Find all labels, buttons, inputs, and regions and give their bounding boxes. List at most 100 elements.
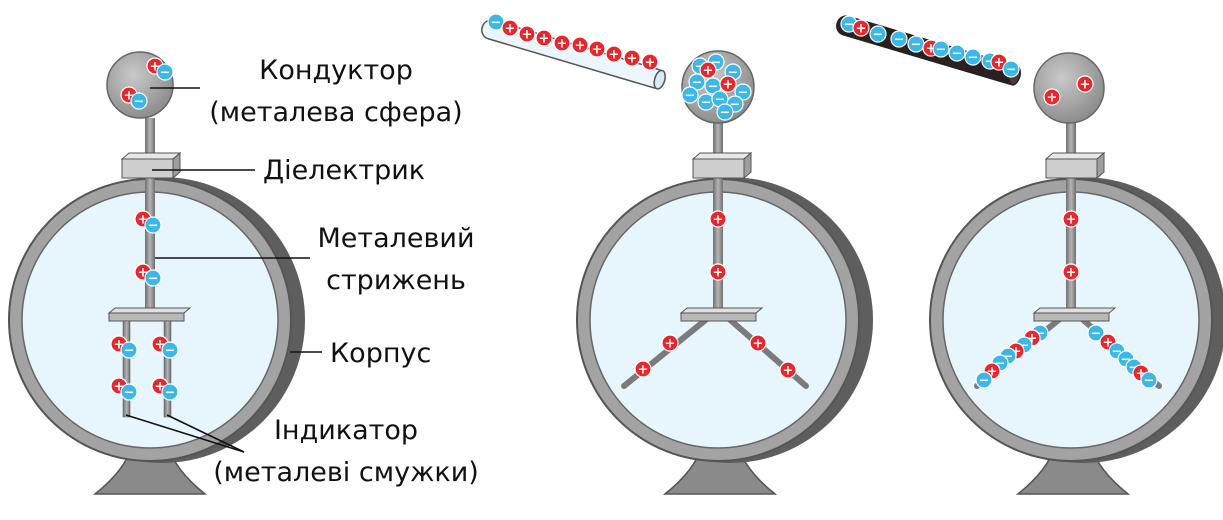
positive-charge: + [641,53,659,71]
charge-sign: + [155,380,166,395]
charge-sign: + [1080,78,1091,93]
leaf-left [122,320,131,418]
charge-sign: − [685,89,696,104]
charge-sign: + [645,56,656,71]
positive-charge: + [553,34,571,52]
charge-sign: − [1035,327,1046,342]
positive-charge: + [501,19,519,37]
positive-charge: + [709,263,727,281]
charge-sign: − [160,66,171,81]
conductor-sphere [1033,52,1105,124]
negative-charge: − [907,35,925,53]
charge-sign: − [720,106,731,121]
charge-sign: + [150,60,161,75]
charge-sign: − [134,95,145,110]
charge-sign: + [1136,367,1147,382]
positive-charge: + [1076,75,1094,93]
electroscope-neutral [8,51,305,495]
indicator-leader-right [166,414,245,453]
charge-sign: − [715,93,726,108]
negative-charge: − [144,269,162,287]
positive-charge: + [588,40,606,58]
charges-layer: +−+−+−+−+−+−+−+−−+++++++++−−−−−+−−−−−−++… [110,13,1158,401]
negative-charge: − [161,341,179,359]
negative-charge: − [716,103,734,121]
negative-charge: − [688,73,706,91]
charge-sign: − [692,76,703,91]
charge-sign: + [539,32,550,47]
charge-sign: + [713,266,724,281]
positive-charge: + [634,360,652,378]
dielectric-block [121,158,174,179]
charge-sign: − [701,96,712,111]
positive-charge: + [535,29,553,47]
dielectric-top [1044,152,1106,160]
charge-sign: − [1003,350,1014,365]
charge-sign: + [575,39,586,54]
negative-charge: − [697,93,715,111]
charge-sign: − [728,66,739,81]
conductor-label: Кондуктор [259,55,413,86]
charge-sign: − [124,344,135,359]
charge-sign: + [856,22,867,37]
negative-charge: − [156,63,174,81]
negative-charge: − [130,92,148,110]
positive-charge: + [605,45,623,63]
charge-sign: + [155,338,166,353]
charge-sign: + [1066,266,1077,281]
charge-sign: + [138,213,149,228]
charge-sign: − [1112,345,1123,360]
dielectric-label: Діелектрик [263,155,425,186]
charge-sign: − [1019,339,1030,354]
electroscope-charged [836,15,1223,495]
charge-sign: + [703,64,714,79]
positive-charge: + [1062,210,1080,228]
positive-charge: + [699,61,717,79]
charge-sign: − [995,357,1006,372]
charge-sign: + [138,266,149,281]
charge-sign: + [522,28,533,43]
negative-charge: − [734,83,752,101]
positive-charge: + [623,49,641,67]
charge-sign: + [1011,345,1022,360]
negative-charge: − [869,25,887,43]
rod-sublabel: стрижень [326,265,466,296]
charge-sign: + [1066,213,1077,228]
positive-charge: + [571,36,589,54]
charge-sign: − [894,33,905,48]
charge-sign: − [165,344,176,359]
charge-sign: + [557,37,568,52]
indicator-leader-left [125,414,245,453]
conductor-sublabel: (металева сфера) [209,97,462,128]
charge-sign: + [627,52,638,67]
dielectric-block [1045,158,1098,179]
charge-sign: − [148,272,159,287]
crossbar-top [107,307,192,314]
negative-charge: − [1002,60,1020,78]
charge-sign: + [783,364,794,379]
charge-sign: − [165,386,176,401]
charge-sign: − [730,98,741,113]
charge-sign: − [124,386,135,401]
charge-sign: + [124,89,135,104]
negative-charge: − [120,383,138,401]
electroscope-induction [481,19,873,495]
indicator-label: Індикатор [274,415,418,446]
negative-charge: − [120,341,138,359]
positive-charge: + [779,361,797,379]
charge-sign: − [711,56,722,71]
negative-charge: − [681,86,699,104]
charge-sign: + [114,380,125,395]
positive-charge: + [709,210,727,228]
negative-charge: − [144,216,162,234]
charge-sign: + [994,56,1005,71]
charge-sign: − [911,38,922,53]
negative-charge: − [948,44,966,62]
negative-charge: − [890,30,908,48]
positive-charge: + [661,334,679,352]
positive-charge: + [852,19,870,37]
charge-sign: − [844,18,855,33]
crossbar [680,312,757,322]
negative-charge: − [964,48,982,66]
